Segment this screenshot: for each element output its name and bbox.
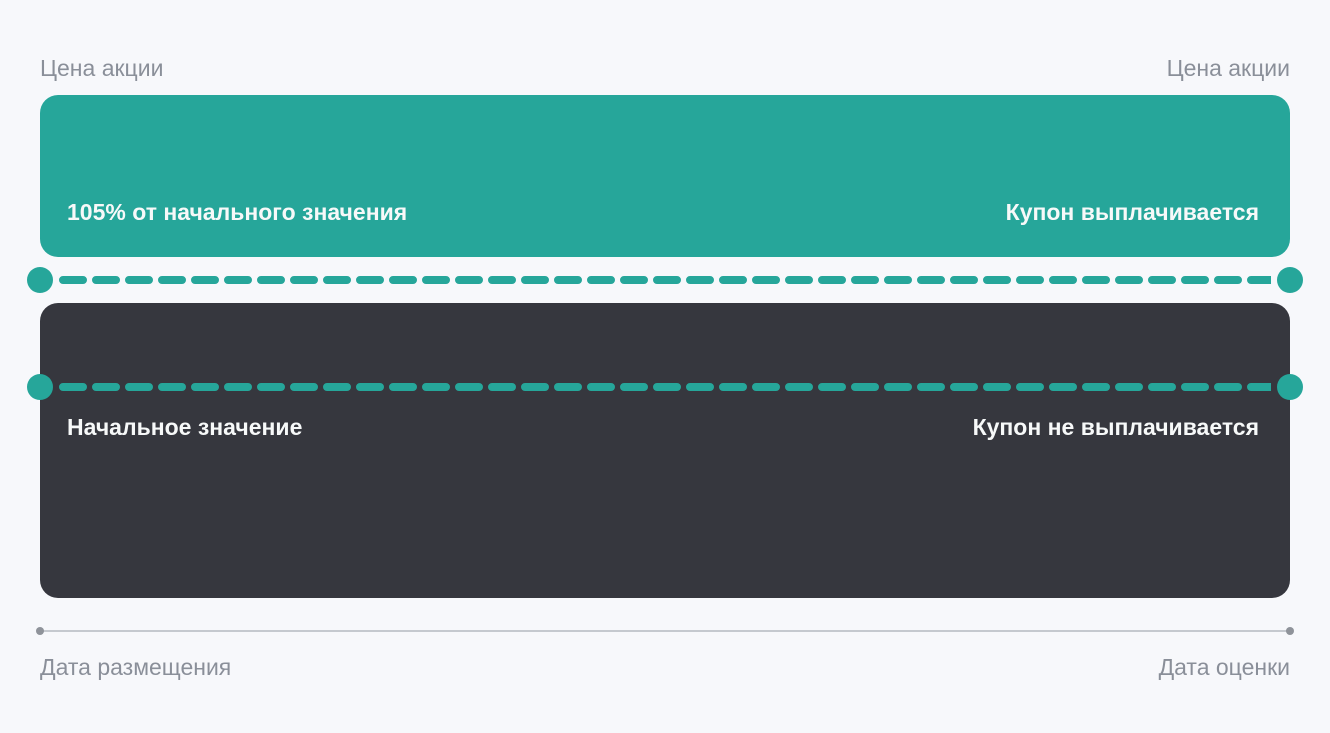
initial-value-dashed-line xyxy=(27,374,1303,400)
initial-value-line-left-dot xyxy=(27,374,53,400)
timeline-start-dot xyxy=(36,627,44,635)
initial-value-line-dashes xyxy=(59,383,1271,391)
coupon-paid-label: Купон выплачивается xyxy=(1005,199,1259,225)
coupon-not-paid-zone: Начальное значение Купон не выплачиваетс… xyxy=(40,303,1290,598)
barrier-line-left-dot xyxy=(27,267,53,293)
y-axis-label-right: Цена акции xyxy=(1166,55,1290,81)
barrier-line-right-dot xyxy=(1277,267,1303,293)
barrier-dashed-line xyxy=(27,267,1303,293)
timeline-axis xyxy=(40,630,1290,632)
x-axis-label-right: Дата оценки xyxy=(1158,654,1290,680)
initial-value-line-right-dot xyxy=(1277,374,1303,400)
y-axis-label-left: Цена акции xyxy=(40,55,164,81)
timeline-end-dot xyxy=(1286,627,1294,635)
coupon-not-paid-label: Купон не выплачивается xyxy=(972,414,1259,440)
barrier-line-dashes xyxy=(59,276,1271,284)
x-axis-label-left: Дата размещения xyxy=(40,654,232,680)
barrier-level-label: 105% от начального значения xyxy=(67,199,408,225)
initial-value-label: Начальное значение xyxy=(67,414,303,440)
coupon-paid-zone: 105% от начального значения Купон выплач… xyxy=(40,95,1290,257)
